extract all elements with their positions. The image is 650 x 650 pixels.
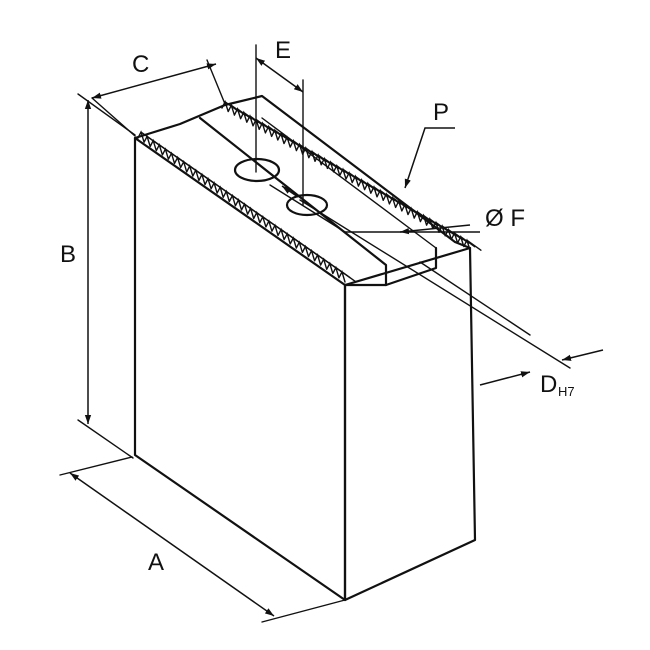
tooth-profile bbox=[137, 130, 346, 283]
dimension-a: A bbox=[59, 456, 346, 623]
tooth bbox=[341, 271, 357, 283]
label-p: P bbox=[433, 99, 449, 126]
bore-hole-2 bbox=[285, 193, 329, 217]
end-face bbox=[343, 246, 477, 602]
label-d: D bbox=[540, 371, 557, 398]
serration-row-back bbox=[221, 99, 482, 251]
serration-row-front bbox=[137, 130, 357, 283]
dimension-e: E bbox=[255, 37, 304, 206]
label-d-subscript: H7 bbox=[558, 384, 575, 399]
tooth bbox=[466, 239, 482, 251]
serration-rows bbox=[137, 99, 482, 283]
dimension-c: C bbox=[91, 51, 226, 137]
tooth-profile bbox=[221, 99, 471, 251]
mounting-holes bbox=[233, 157, 329, 217]
label-a: A bbox=[148, 549, 164, 576]
dimension-d: D H7 bbox=[299, 199, 604, 399]
label-c: C bbox=[132, 51, 149, 78]
groove-right-wall bbox=[384, 246, 438, 287]
dimension-b: B bbox=[60, 93, 136, 459]
label-b: B bbox=[60, 241, 76, 268]
bore-hole-1 bbox=[233, 157, 281, 183]
center-groove bbox=[198, 116, 388, 287]
label-f: Ø F bbox=[485, 205, 525, 232]
serration-leader-p: P bbox=[404, 99, 455, 189]
label-e: E bbox=[275, 37, 291, 64]
dimension-f: Ø F bbox=[269, 184, 525, 235]
